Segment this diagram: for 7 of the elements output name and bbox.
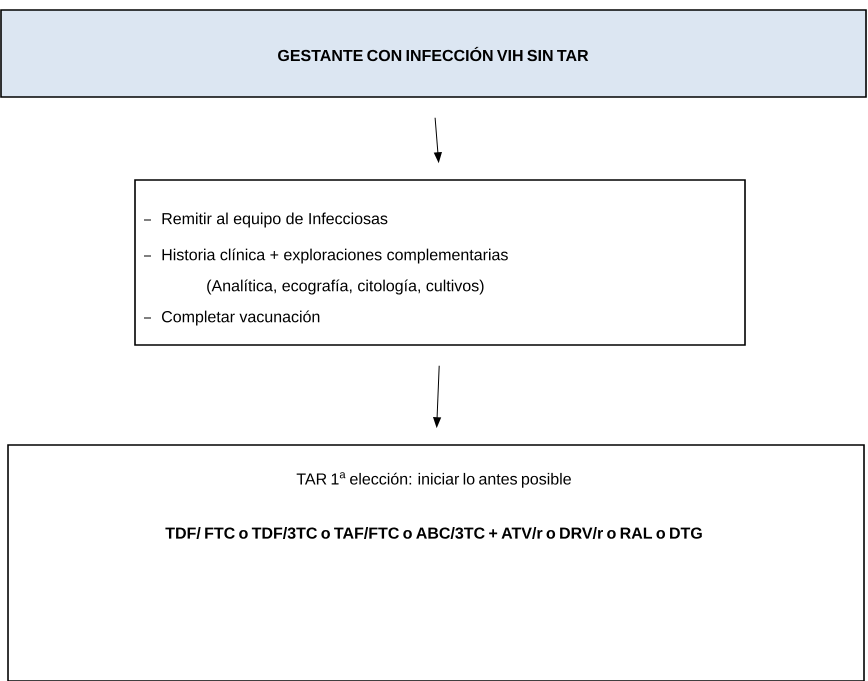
list-item: Remitir al equipo de Infecciosas (162, 212, 388, 228)
box-text: TDF/ FTC o TDF/3TC o TAF/FTC o ABC/3TC + ATV/r o DRV/r o RAL o DTG (165, 527, 702, 539)
list-item: Historia clínica + exploraciones complementarias (162, 248, 508, 264)
box-text: GESTANTE CON INFECCIÓN VIH SIN TAR (278, 46, 588, 62)
list-item: Completar vacunación (162, 310, 320, 326)
list-item: (Analítica, ecografía, citología, cultivos) (207, 279, 484, 295)
box-text: TAR 1$^{a}$ elección: iniciar lo antes posible (296, 472, 571, 488)
